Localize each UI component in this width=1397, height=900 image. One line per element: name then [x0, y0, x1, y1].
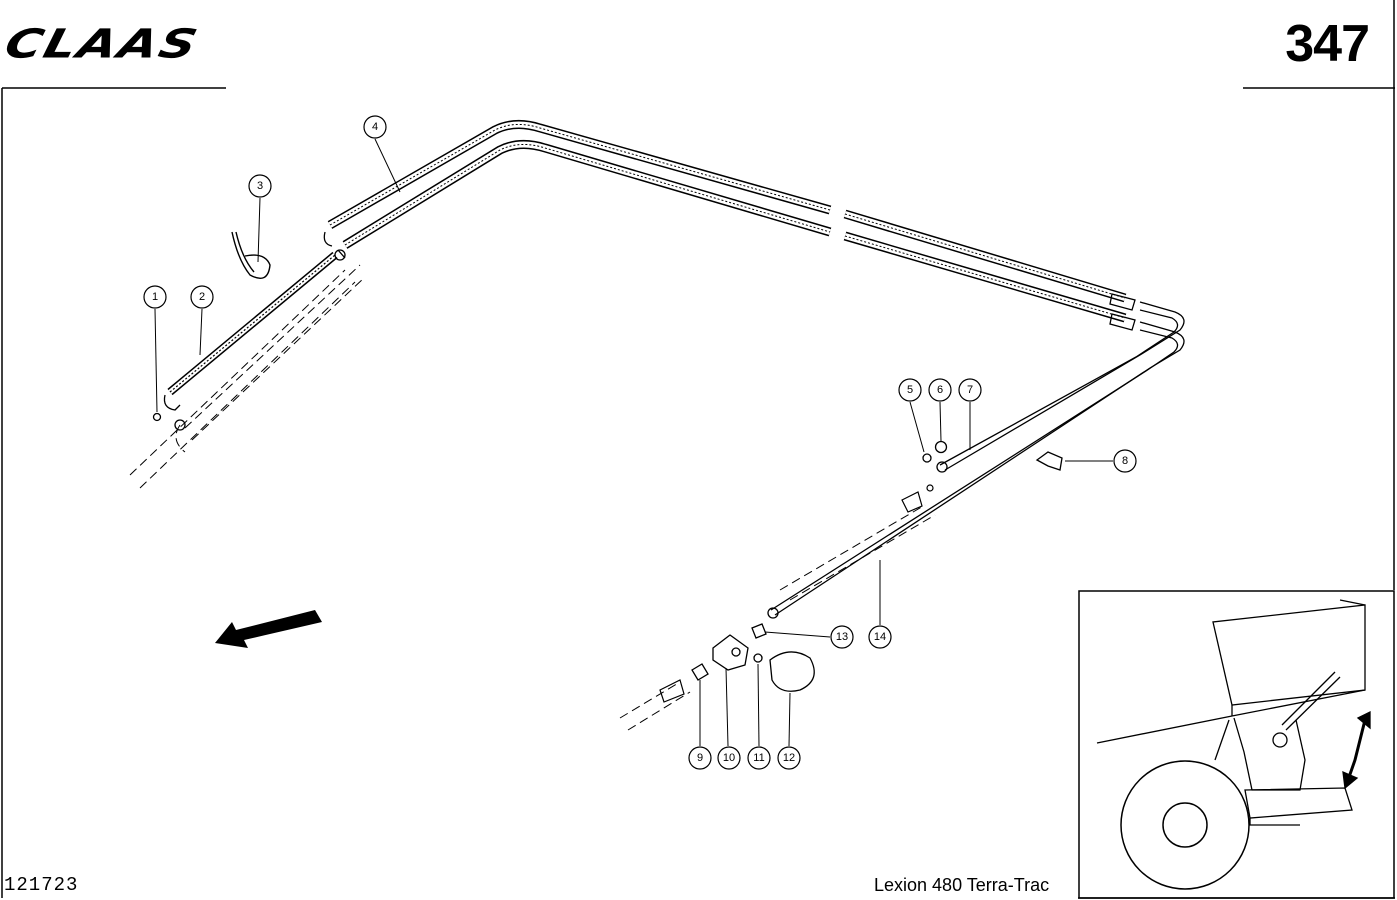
callout-10: [717, 746, 741, 770]
right-cylinder-outline: [619, 504, 936, 731]
cable-tie-3: [231, 231, 271, 279]
left-cylinder-outline: [129, 264, 366, 489]
callout-label-10: 10: [723, 752, 735, 764]
callout-label-4: 4: [372, 121, 378, 133]
block-10: [712, 634, 749, 671]
callout-label-8: 8: [1122, 455, 1128, 467]
callout-14: [868, 625, 892, 649]
callout-8: [1113, 449, 1137, 473]
callout-6: [928, 378, 952, 402]
callout-3: [248, 174, 272, 198]
o-ring-1: [152, 412, 162, 422]
travel-direction-arrow-icon: [215, 610, 322, 648]
hose-2-fittings: [163, 249, 346, 431]
callout-label-14: 14: [874, 631, 886, 643]
inset-detail-view: [1078, 590, 1395, 899]
callout-label-11: 11: [753, 752, 764, 764]
fitting-9: [691, 663, 709, 681]
callout-label-12: 12: [783, 752, 795, 764]
callout-13: [830, 625, 854, 649]
callout-labels: 1 2 3 4 5 6 7 8 9 10 11 12 13 14: [152, 121, 1128, 764]
callout-label-3: 3: [257, 180, 263, 192]
clamp-8: [1035, 451, 1063, 471]
callout-2: [190, 285, 214, 309]
callout-4: [363, 115, 387, 139]
callout-7: [958, 378, 982, 402]
callout-9: [688, 746, 712, 770]
callout-leaders: [154, 138, 1113, 747]
callout-label-1: 1: [152, 291, 158, 303]
model-name: Lexion 480 Terra-Trac: [874, 875, 1050, 895]
callout-12: [777, 746, 801, 770]
seal-11: [753, 653, 763, 663]
callout-label-9: 9: [697, 752, 703, 764]
small-parts: [152, 412, 1063, 692]
callout-label-5: 5: [907, 384, 913, 396]
accumulator-12: [769, 651, 815, 692]
callout-1: [143, 285, 167, 309]
right-cylinder-fittings: [659, 484, 934, 703]
drawing-id: 121723: [4, 874, 79, 896]
callout-5: [898, 378, 922, 402]
fitting-13: [751, 623, 767, 639]
page-number: 347: [1285, 15, 1370, 73]
callout-label-13: 13: [836, 631, 848, 643]
callout-circles: [143, 115, 1137, 770]
hose-4-upper: [327, 120, 1127, 303]
pipe-7-and-14: [767, 301, 1185, 619]
seal-5: [922, 453, 932, 463]
hose-2: [167, 251, 338, 396]
callout-label-7: 7: [967, 384, 973, 396]
hose-4-lower: [342, 140, 1127, 323]
callout-11: [747, 746, 771, 770]
hose-4-fittings: [323, 231, 1136, 331]
callout-label-6: 6: [937, 384, 943, 396]
nut-6: [934, 440, 948, 454]
callout-label-2: 2: [199, 291, 205, 303]
